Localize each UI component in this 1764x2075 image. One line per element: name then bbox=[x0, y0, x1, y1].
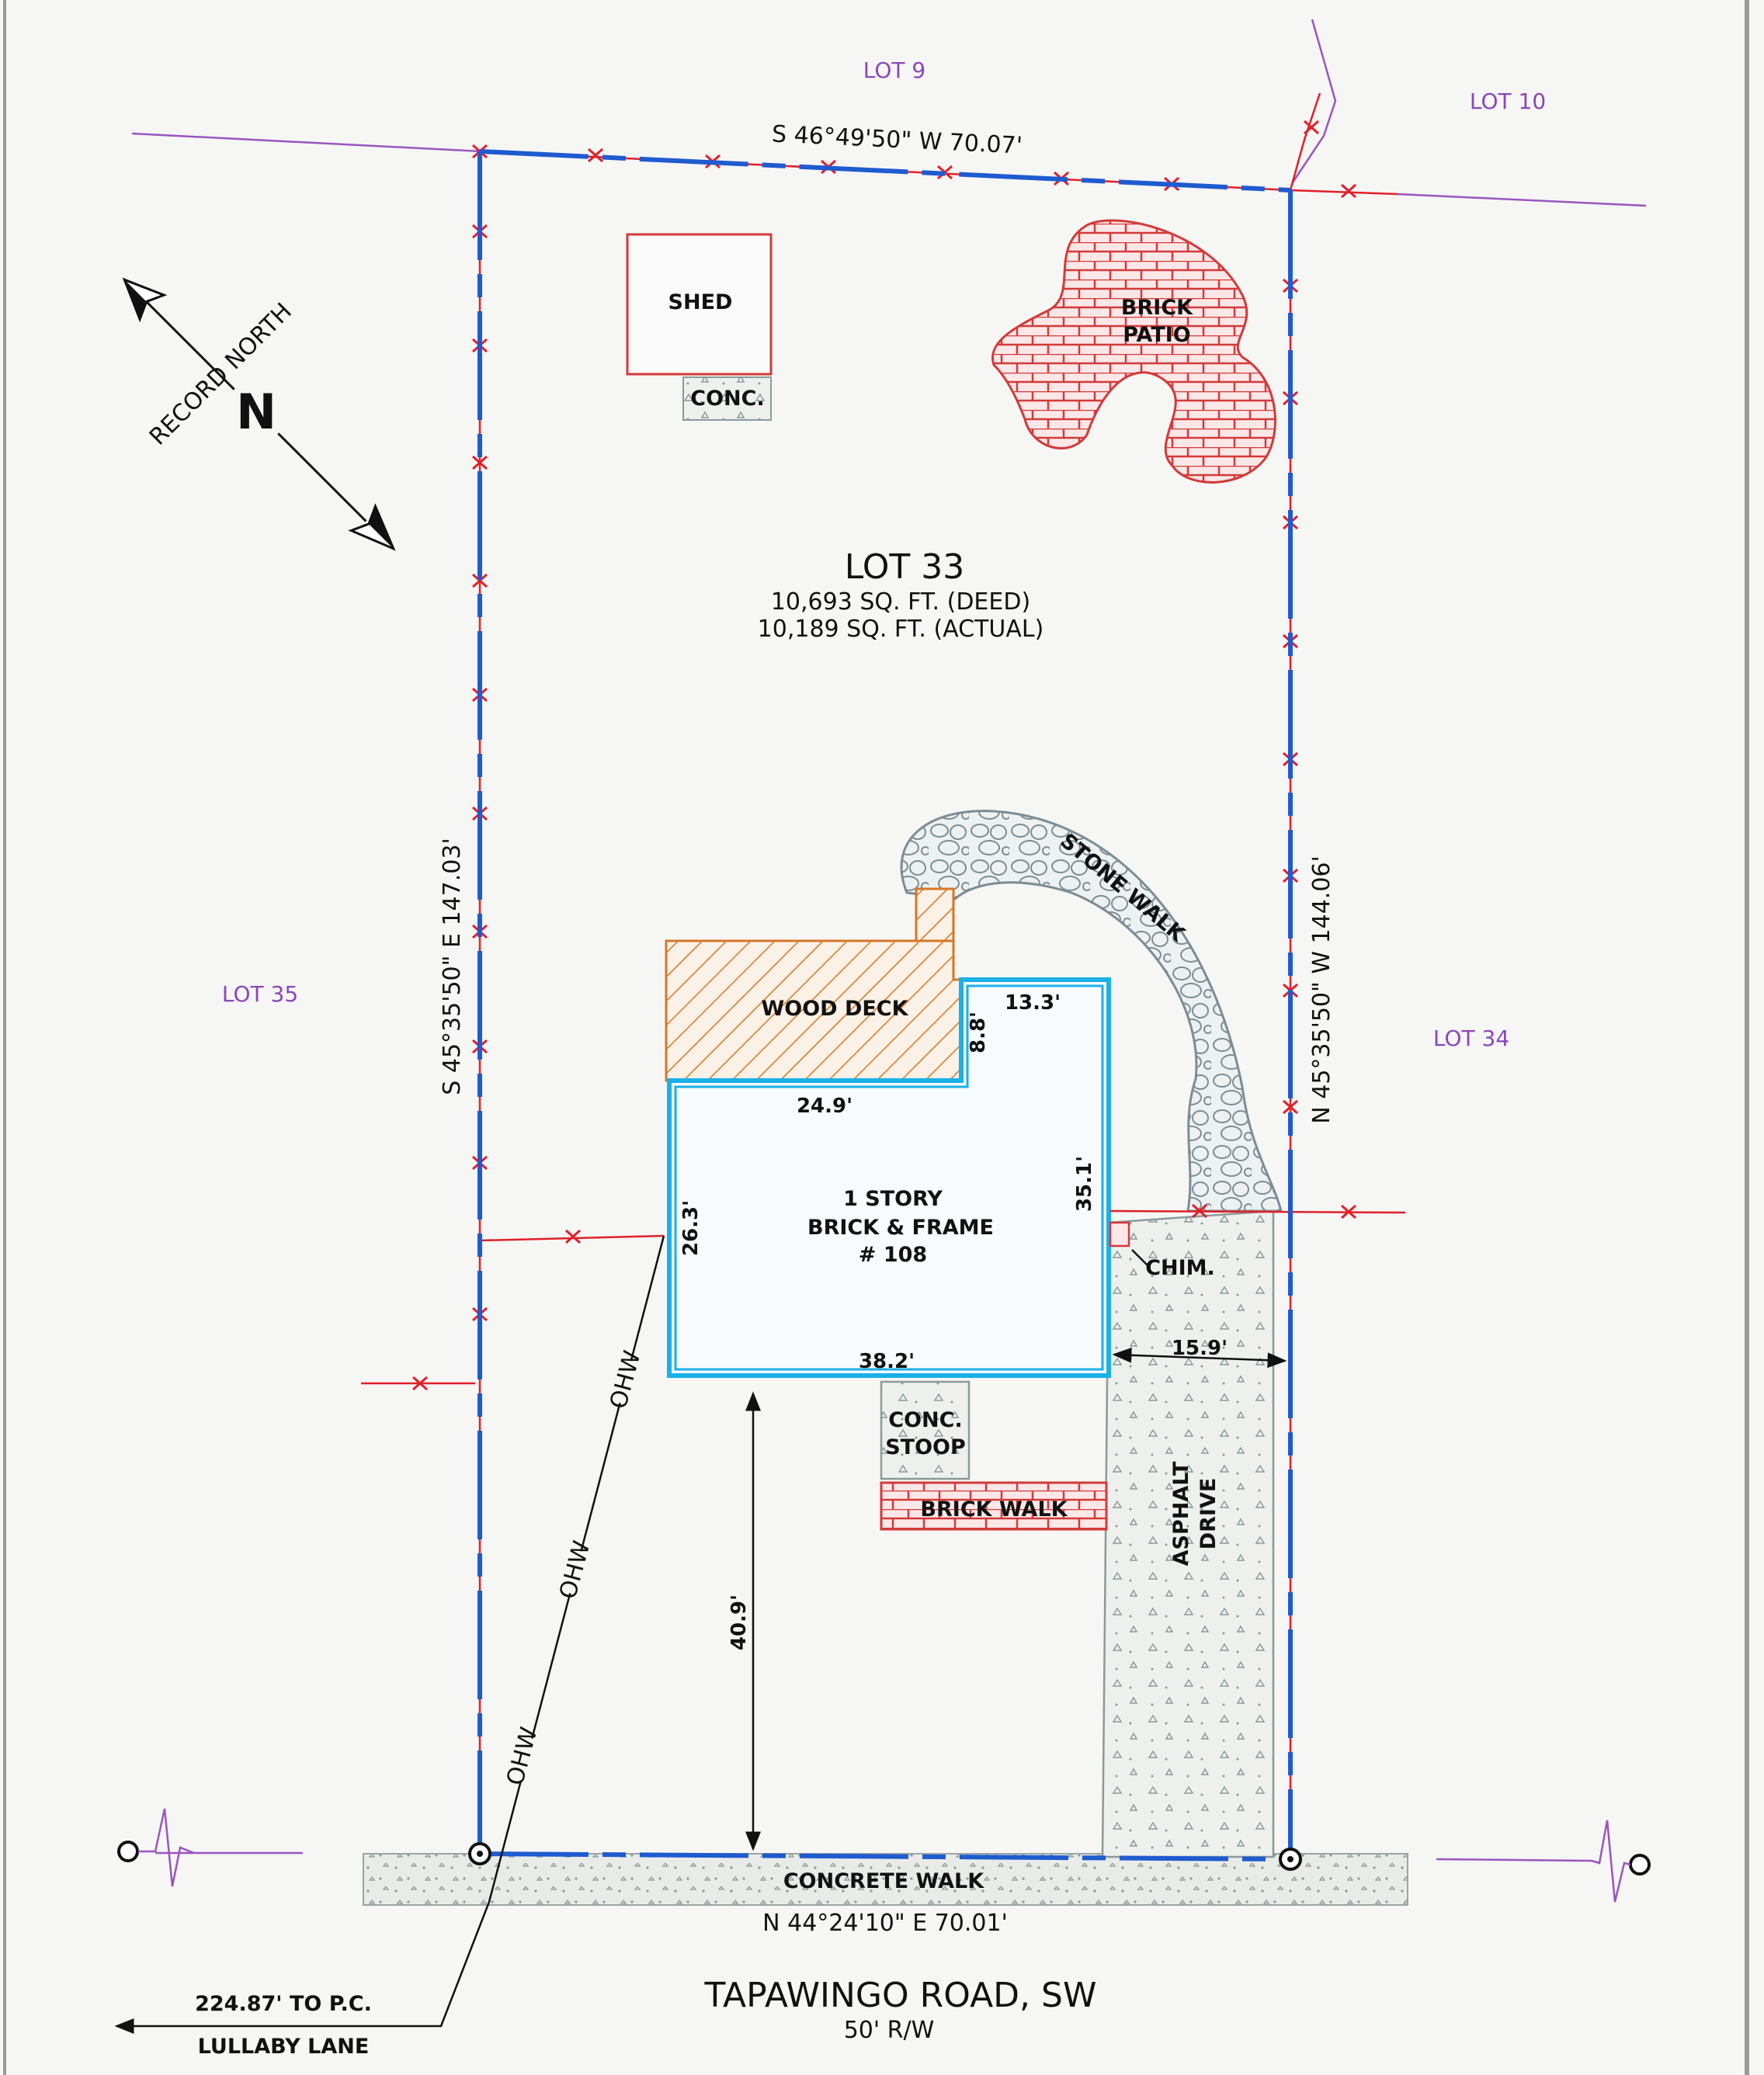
bearing-west-line: S 45°35'50" E 147.03' bbox=[439, 838, 466, 1095]
dim-15-9: 15.9' bbox=[1172, 1337, 1228, 1360]
lot-34-label: LOT 34 bbox=[1433, 1025, 1509, 1051]
dim-24-9: 24.9' bbox=[797, 1095, 852, 1118]
dimension-lines bbox=[745, 1249, 1287, 1851]
shed-pad-label: CONC. bbox=[690, 387, 764, 411]
lot-35-label: LOT 35 bbox=[222, 981, 298, 1007]
house-outline bbox=[667, 977, 1111, 1378]
dim-13-3: 13.3' bbox=[1005, 991, 1061, 1015]
monument-centers bbox=[477, 1851, 1293, 1862]
north-arrow: N bbox=[122, 277, 396, 551]
north-arrow-letter: N bbox=[236, 383, 276, 440]
concrete-stoop bbox=[880, 1380, 971, 1480]
line-break-symbols bbox=[138, 1808, 1631, 1903]
pc-street-label: LULLABY LANE bbox=[198, 2035, 370, 2059]
pc-distance-label: 224.87' TO P.C. bbox=[195, 1992, 372, 2016]
wood-deck-label: WOOD DECK bbox=[761, 997, 908, 1021]
dim-38-2: 38.2' bbox=[859, 1350, 915, 1373]
lot-9-label: LOT 9 bbox=[863, 57, 925, 83]
concrete-walk-label: CONCRETE WALK bbox=[783, 1869, 984, 1893]
road-name: TAPAWINGO ROAD, SW bbox=[704, 1976, 1097, 2015]
concrete-walk bbox=[363, 1853, 1408, 1906]
stone-walk bbox=[900, 810, 1283, 1213]
lot-10-label: LOT 10 bbox=[1470, 88, 1546, 114]
stoop-label-1: CONC. bbox=[888, 1408, 962, 1432]
dim-8-8: 8.8' bbox=[967, 1011, 990, 1053]
house-label-1: 1 STORY bbox=[843, 1187, 943, 1211]
chimney-label: CHIM. bbox=[1145, 1256, 1215, 1280]
lot-area-actual: 10,189 SQ. FT. (ACTUAL) bbox=[758, 616, 1044, 643]
brick-walk bbox=[880, 1481, 1108, 1531]
lot-33-title: LOT 33 bbox=[845, 547, 964, 587]
shed bbox=[626, 233, 773, 376]
patio-label-1: BRICK bbox=[1121, 296, 1193, 320]
dim-26-3: 26.3' bbox=[679, 1200, 703, 1256]
patio-label-2: PATIO bbox=[1123, 323, 1191, 347]
bearing-south-line: N 44°24'10" E 70.01' bbox=[762, 1910, 1008, 1937]
deck-steps bbox=[915, 887, 955, 942]
drive-label-1: ASPHALT bbox=[1169, 1461, 1193, 1566]
bearing-east-line: N 45°35'50" W 144.06' bbox=[1308, 855, 1335, 1124]
stoop-label-2: STOOP bbox=[885, 1435, 966, 1459]
dim-40-9: 40.9' bbox=[727, 1594, 751, 1650]
dim-35-1: 35.1' bbox=[1073, 1156, 1096, 1212]
house-inner-line bbox=[674, 984, 1104, 1371]
lot-area-deed: 10,693 SQ. FT. (DEED) bbox=[771, 588, 1030, 616]
pc-leader bbox=[114, 1901, 491, 2034]
shed-label: SHED bbox=[668, 290, 733, 314]
drive-label-2: DRIVE bbox=[1196, 1478, 1221, 1550]
chimney bbox=[1109, 1221, 1130, 1247]
shed-concrete-pad bbox=[682, 376, 772, 421]
brick-patio bbox=[991, 219, 1276, 484]
corner-monuments bbox=[117, 1841, 1651, 1875]
house-label-2: BRICK & FRAME bbox=[807, 1216, 994, 1240]
asphalt-drive bbox=[1101, 1209, 1275, 1858]
brick-walk-label: BRICK WALK bbox=[920, 1497, 1068, 1522]
road-right-of-way: 50' R/W bbox=[844, 2017, 935, 2044]
house-label-3: # 108 bbox=[859, 1243, 927, 1267]
property-boundary bbox=[477, 149, 1293, 1862]
